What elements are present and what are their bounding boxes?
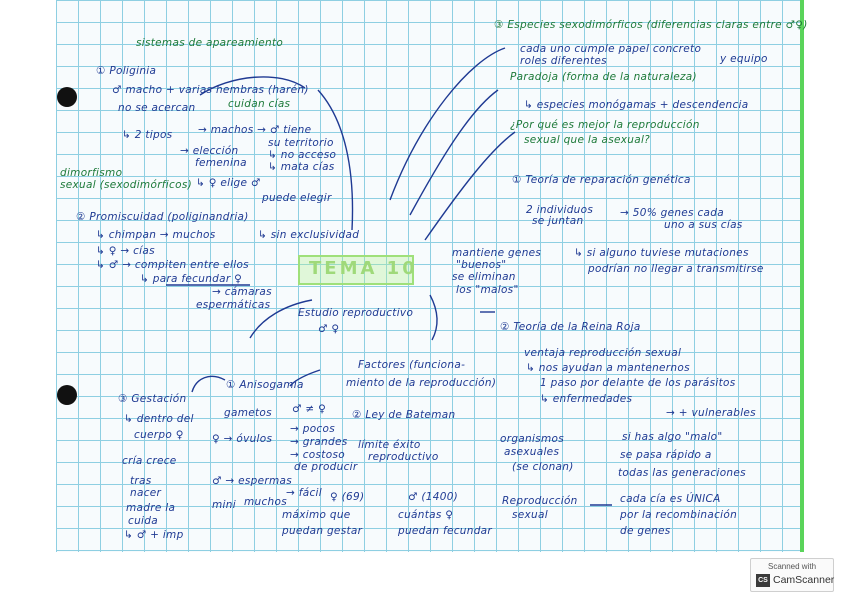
note: ③ Gestación: [118, 394, 186, 405]
note: → costoso: [290, 450, 345, 461]
note: cuidan cías: [228, 99, 290, 110]
note: 1 paso por delante de los parásitos: [540, 378, 736, 389]
note: puedan fecundar: [398, 526, 492, 537]
note: todas las generaciones: [618, 468, 746, 479]
note: ↳ chimpan → muchos: [96, 230, 216, 241]
badge-brand: CamScanner: [773, 574, 834, 586]
note: organismos: [500, 434, 564, 445]
note: podrían no llegar a transmitirse: [588, 264, 764, 275]
note: roles diferentes: [520, 56, 607, 67]
note: ↳ nos ayudan a mantenernos: [526, 363, 690, 374]
note: → grandes: [290, 437, 348, 448]
note: cada uno cumple papel concreto: [520, 44, 701, 55]
note: ♂ macho + varias hembras (harén): [112, 85, 309, 96]
note: ↳ si alguno tuviese mutaciones: [574, 248, 749, 259]
note: puedan gestar: [282, 526, 362, 537]
note: sexual (sexodimórficos): [60, 180, 192, 191]
note: Paradoja (forma de la naturaleza): [510, 72, 697, 83]
note: ↳ sin exclusividad: [258, 230, 359, 241]
note: si has algo "malo": [622, 432, 722, 443]
note: su territorio: [268, 138, 334, 149]
note: gametos: [224, 408, 272, 419]
note: por la recombinación: [620, 510, 737, 521]
note: ↳ 2 tipos: [122, 130, 172, 141]
note: 2 individuos: [526, 205, 593, 216]
note: ↳ para fecundar ♀: [140, 274, 242, 285]
note: ② Promiscuidad (poliginandria): [76, 212, 249, 223]
note: → cámaras: [212, 287, 272, 298]
note: cada cía es ÚNICA: [620, 494, 721, 505]
note: Factores (funciona-: [358, 360, 465, 371]
note: femenina: [195, 158, 247, 169]
note: sexual: [512, 510, 548, 521]
note: ↳ ♂ + imp: [124, 530, 184, 541]
note: ↳ ♀ → cías: [96, 246, 155, 257]
note: cuerpo ♀: [134, 430, 184, 441]
note: ① Anisogamia: [226, 380, 304, 391]
note: Estudio reproductivo: [298, 308, 413, 319]
note: y equipo: [720, 54, 768, 65]
note: uno a sus cías: [664, 220, 743, 231]
note: ↳ dentro del: [124, 414, 194, 425]
note: sexual que la asexual?: [524, 135, 650, 146]
note: de producir: [294, 462, 358, 473]
note: ¿Por qué es mejor la reproducción: [510, 120, 700, 131]
note: puede elegir: [262, 193, 332, 204]
note: → pocos: [290, 424, 335, 435]
note: ♀ → óvulos: [212, 434, 272, 445]
note: mantiene genes: [452, 248, 541, 259]
note: → fácil: [286, 488, 322, 499]
note: ② Teoría de la Reina Roja: [500, 322, 641, 333]
note: ③ Especies sexodimórficos (diferencias c…: [494, 20, 808, 31]
note: miento de la reproducción): [346, 378, 496, 389]
note: ↳ ♀ elige ♂: [196, 178, 261, 189]
note: límite éxito: [358, 440, 421, 451]
note: se juntan: [532, 216, 583, 227]
note: ↳ ♂ → compiten entre ellos: [96, 260, 249, 271]
note: "buenos": [456, 260, 506, 271]
note: cuida: [128, 516, 158, 527]
heading-main: sistemas de apareamiento: [136, 38, 283, 49]
note: máximo que: [282, 510, 351, 521]
note: ② Ley de Bateman: [352, 410, 455, 421]
note: ↳ enfermedades: [540, 394, 632, 405]
note: (se clonan): [512, 462, 574, 473]
note: tras: [130, 476, 152, 487]
note: ① Poliginia: [96, 66, 156, 77]
note: → 50% genes cada: [620, 208, 724, 219]
note: ventaja reproducción sexual: [524, 348, 681, 359]
note: cría crece: [122, 456, 177, 467]
note: ↳ mata cías: [268, 162, 335, 173]
note: asexuales: [504, 447, 559, 458]
camscanner-badge: Scanned with CS CamScanner: [750, 558, 834, 592]
note: ♂ → espermas: [212, 476, 292, 487]
note: se eliminan: [452, 272, 516, 283]
note: nacer: [130, 488, 161, 499]
note: cuántas ♀: [398, 510, 453, 521]
note: → machos → ♂ tiene: [198, 125, 311, 136]
note: se pasa rápido a: [620, 450, 712, 461]
note: ♂ ♀: [318, 324, 339, 335]
note: mini: [212, 500, 236, 511]
note: de genes: [620, 526, 671, 537]
note: ① Teoría de reparación genética: [512, 175, 691, 186]
note: dimorfismo: [60, 168, 122, 179]
note: ♂ (1400): [408, 492, 458, 503]
note: ↳ no acceso: [268, 150, 336, 161]
note: reproductivo: [368, 452, 439, 463]
note: muchos: [244, 497, 287, 508]
note: Reproducción: [502, 496, 578, 507]
note: ♂ ≠ ♀: [292, 404, 326, 415]
note: → + vulnerables: [666, 408, 756, 419]
note: los "malos": [456, 285, 519, 296]
badge-caption: Scanned with: [751, 562, 833, 571]
note: no se acercan: [118, 103, 195, 114]
note: ↳ especies monógamas + descendencia: [524, 100, 748, 111]
camscanner-logo-icon: CS: [756, 574, 770, 587]
note: espermáticas: [196, 300, 270, 311]
note: → elección: [180, 146, 239, 157]
note: ♀ (69): [330, 492, 364, 503]
note: madre la: [126, 503, 175, 514]
